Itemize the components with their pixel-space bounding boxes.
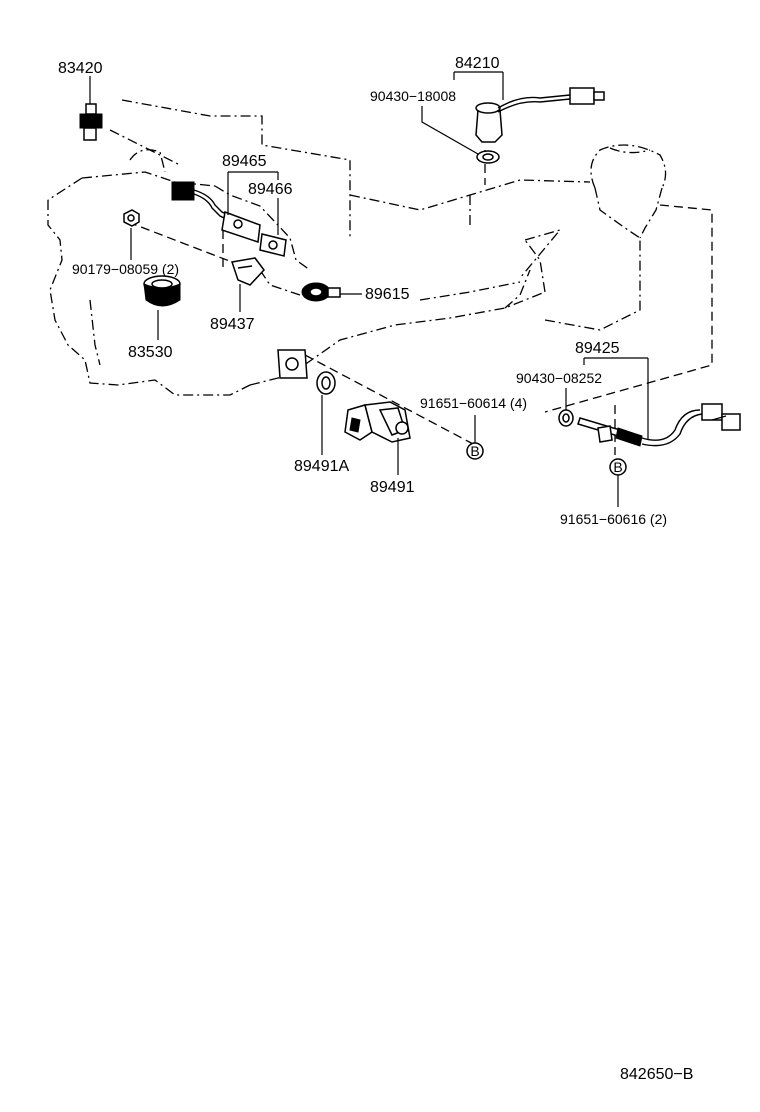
part-89491-sensor[interactable]: [344, 401, 411, 443]
part-83530-switch[interactable]: [143, 275, 181, 307]
label-83530: 83530: [128, 344, 173, 361]
leader-lines: [130, 71, 649, 507]
document-code: 842650−B: [620, 1066, 694, 1083]
label-91651-60616: 91651−60616 (2): [560, 511, 667, 527]
part-89437-bracket[interactable]: [231, 257, 265, 286]
part-89491A-gasket[interactable]: [277, 349, 336, 395]
part-83420-sensor[interactable]: [79, 76, 103, 141]
label-90430-18008: 90430−18008: [370, 88, 456, 104]
part-89615-sensor[interactable]: [301, 282, 341, 302]
label-89425: 89425: [575, 340, 620, 357]
label-84210: 84210: [455, 55, 500, 72]
bolt-callout-b-right: B: [609, 458, 627, 476]
part-89466-gasket[interactable]: [259, 233, 287, 257]
label-90430-08252: 90430−08252: [516, 370, 602, 386]
label-89491: 89491: [370, 479, 415, 496]
callout-b-left-text: B: [470, 443, 479, 459]
part-number-labels: 83420 84210 90430−18008 89465 89466 9017…: [58, 55, 667, 527]
label-89615: 89615: [365, 286, 410, 303]
part-90179-08059-nut[interactable]: [123, 209, 140, 227]
callout-b-right-text: B: [613, 459, 622, 475]
bolt-callout-b-left: B: [466, 442, 484, 460]
part-89425-speed-sensor[interactable]: [558, 403, 741, 447]
part-89465-sensor[interactable]: [171, 181, 261, 244]
label-89465: 89465: [222, 153, 267, 170]
part-84210-sensor[interactable]: [475, 87, 605, 164]
label-90179-08059: 90179−08059 (2): [72, 261, 179, 277]
label-91651-60614: 91651−60614 (4): [420, 395, 527, 411]
label-89466: 89466: [248, 181, 293, 198]
label-89491A: 89491A: [294, 458, 349, 475]
label-83420: 83420: [58, 60, 103, 77]
label-89437: 89437: [210, 316, 255, 333]
